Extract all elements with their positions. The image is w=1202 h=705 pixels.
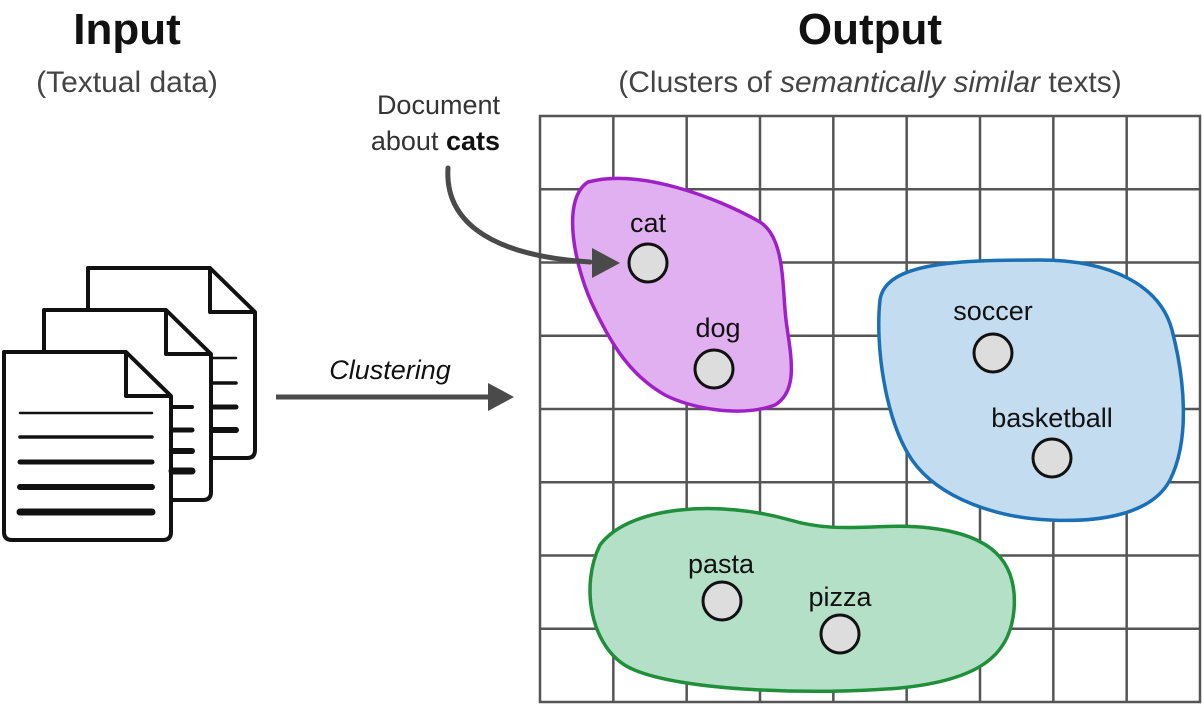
output-subtitle-suffix: texts)	[1040, 66, 1122, 99]
point-label-dog: dog	[695, 313, 740, 343]
data-point-pizza	[819, 613, 861, 655]
cluster-points: cat dog soccer basketball pasta pizza	[627, 208, 1113, 655]
cluster-sports	[877, 258, 1186, 523]
clustering-label: Clustering	[329, 355, 451, 385]
output-title: Output	[798, 5, 943, 54]
document-text-lines	[16, 356, 239, 516]
clustering-arrow	[276, 383, 514, 411]
output-subtitle-emphasis: semantically similar	[780, 66, 1041, 99]
callout-line-2-prefix: about	[371, 126, 446, 156]
output-subtitle: (Clusters of semantically similar texts)	[618, 66, 1121, 99]
cluster-food	[588, 506, 1017, 694]
document-front-icon	[2, 350, 173, 542]
data-point-pasta	[701, 580, 743, 622]
point-label-pizza: pizza	[808, 582, 872, 612]
callout-line-1: Document	[377, 90, 501, 120]
callout-line-2: about cats	[371, 126, 500, 156]
output-subtitle-prefix: (Clusters of	[618, 66, 780, 99]
data-point-dog	[693, 348, 735, 390]
point-label-pasta: pasta	[688, 549, 755, 579]
data-point-basketball	[1031, 437, 1073, 479]
cluster-animals	[570, 176, 794, 413]
input-subtitle: (Textual data)	[36, 66, 218, 99]
data-point-cat	[627, 242, 669, 284]
callout-arrow	[445, 165, 620, 278]
point-label-basketball: basketball	[991, 403, 1113, 433]
data-point-soccer	[972, 332, 1014, 374]
input-title: Input	[73, 5, 181, 54]
point-label-cat: cat	[630, 208, 667, 238]
callout-line-2-bold: cats	[446, 126, 500, 156]
point-label-soccer: soccer	[953, 296, 1033, 326]
document-stack-icon	[2, 266, 257, 542]
